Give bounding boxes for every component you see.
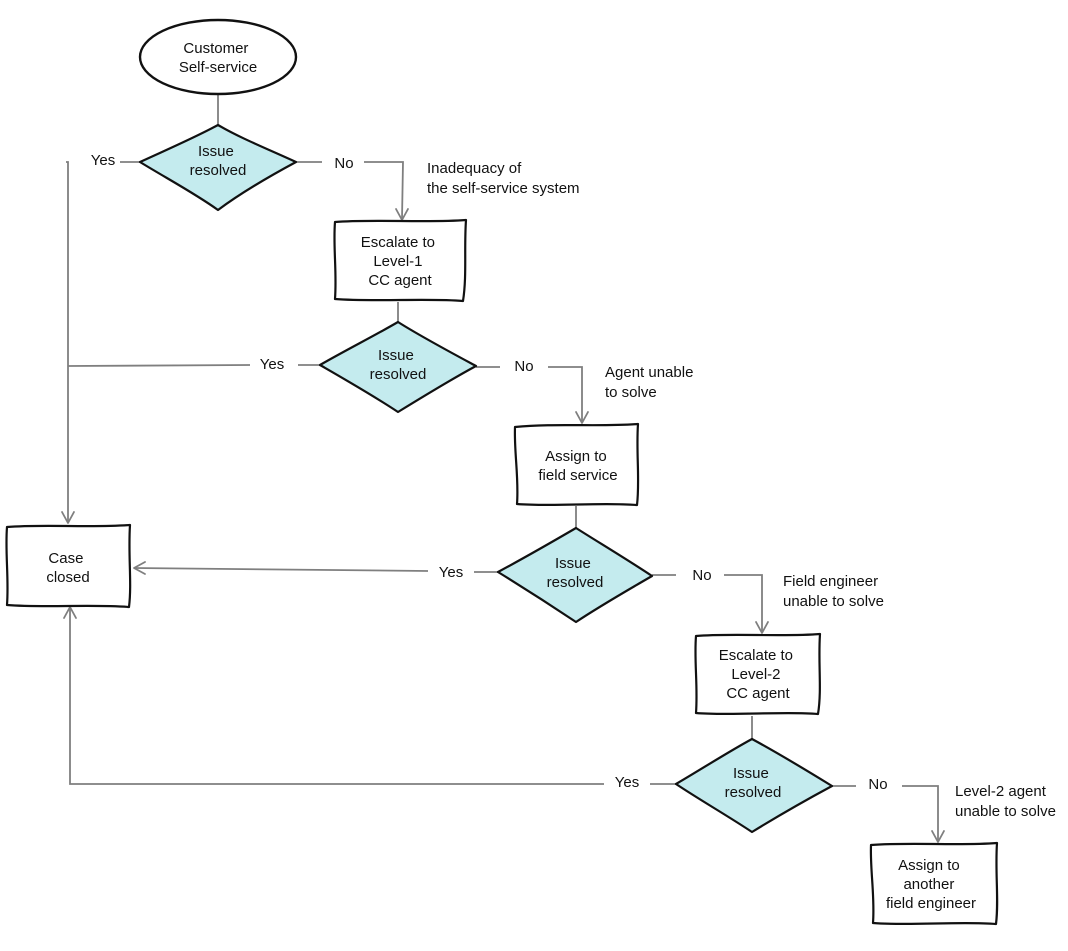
node-label: Customer Self-service [179, 40, 257, 76]
decision-issue-resolved-4: Issue resolved [674, 737, 834, 834]
process-assign-another-engineer: Assign to another field engineer [869, 841, 999, 926]
edge-label-no-1: No [334, 155, 353, 172]
node-label: Issue resolved [370, 347, 427, 383]
edge-decision3-yes-to-closed [133, 567, 429, 572]
edge-label-no-4: No [868, 776, 887, 793]
decision-issue-resolved-1: Issue resolved [138, 123, 298, 212]
edge-decision4-no-down [902, 785, 939, 841]
edge-decision1-yes-trunk [66, 161, 69, 522]
arrow-to-assign-another [931, 830, 945, 843]
node-label: Issue resolved [725, 765, 782, 801]
arrow-to-assign-field [575, 411, 589, 424]
edge-decision3-no-down [724, 574, 763, 632]
node-label: Assign to another field engineer [886, 857, 976, 912]
edge-decision2-yes-to-trunk [67, 364, 251, 367]
node-label: Issue resolved [547, 555, 604, 591]
edge-labels: Yes No Yes No Yes No Yes No [91, 152, 888, 793]
edge-label-yes-2: Yes [260, 356, 284, 373]
note-agent-unable: Agent unable to solve [605, 364, 698, 401]
node-label: Escalate to Level-2 CC agent [719, 647, 797, 702]
edge-decision4-yes-to-closed [69, 608, 604, 785]
process-assign-field-service: Assign to field service [513, 422, 640, 507]
process-escalate-level2: Escalate to Level-2 CC agent [694, 632, 822, 716]
arrow-to-case-closed-right [133, 561, 146, 575]
connectors [61, 95, 945, 843]
edge-decision2-no-down [548, 366, 583, 422]
process-escalate-level1: Escalate to Level-1 CC agent [333, 218, 468, 303]
edge-label-no-3: No [692, 567, 711, 584]
terminal-case-closed: Case closed [5, 523, 132, 609]
node-label: Case closed [46, 550, 89, 586]
edge-label-yes-3: Yes [439, 564, 463, 581]
node-label: Assign to field service [538, 448, 617, 484]
decision-issue-resolved-2: Issue resolved [318, 320, 478, 414]
edge-label-yes-4: Yes [615, 774, 639, 791]
node-customer-self-service: Customer Self-service [138, 18, 298, 96]
edge-label-yes-1: Yes [91, 152, 115, 169]
note-level2-agent-unable: Level-2 agent unable to solve [955, 783, 1056, 820]
node-label: Escalate to Level-1 CC agent [361, 234, 439, 289]
edge-decision1-no-down [364, 161, 404, 220]
decision-issue-resolved-3: Issue resolved [496, 526, 654, 624]
edge-label-no-2: No [514, 358, 533, 375]
arrow-to-case-closed-top [61, 511, 75, 524]
node-label: Issue resolved [190, 143, 247, 179]
note-self-service-inadequacy: Inadequacy of the self-service system [427, 160, 580, 197]
arrow-to-escalate-level2 [755, 621, 769, 634]
notes: Inadequacy of the self-service system Ag… [427, 160, 1056, 820]
note-field-engineer-unable: Field engineer unable to solve [783, 573, 884, 610]
